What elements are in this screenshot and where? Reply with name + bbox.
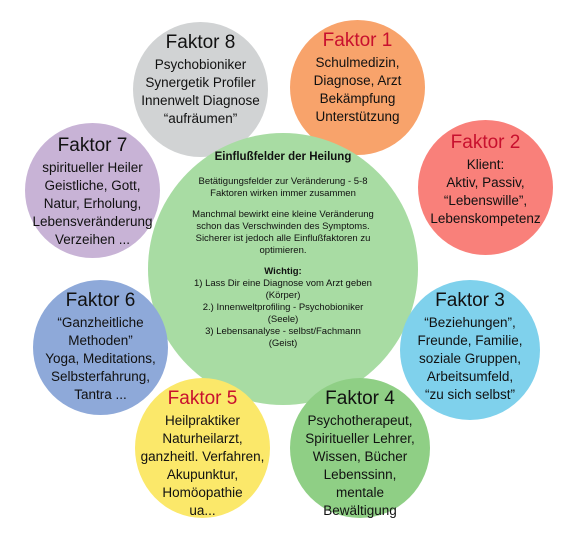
center-important-item: (Geist) bbox=[268, 338, 298, 349]
factor-4-circle: Faktor 4 Psychotherapeut, Spiritueller L… bbox=[290, 378, 430, 518]
factor-7-line: Verzeihen ... bbox=[54, 232, 131, 247]
factor-7-title: Faktor 7 bbox=[57, 135, 128, 156]
factor-2-line: “Lebenswille”, bbox=[443, 193, 528, 208]
factor-6-circle: Faktor 6 “Ganzheitliche Methoden” Yoga, … bbox=[33, 280, 168, 415]
factor-6-line: Methoden” bbox=[68, 333, 133, 348]
factor-1-line: Unterstützung bbox=[315, 109, 400, 124]
factor-3-line: soziale Gruppen, bbox=[418, 351, 522, 366]
center-important-label: Wichtig: bbox=[264, 266, 302, 277]
factor-6-line: Yoga, Meditations, bbox=[45, 351, 156, 366]
factor-4-line: Lebenssinn, bbox=[323, 467, 397, 482]
factor-8-circle: Faktor 8 Psychobioniker Synergetik Profi… bbox=[133, 22, 268, 157]
factor-4-line: Wissen, Bücher bbox=[312, 449, 408, 464]
factor-4-line: Bewältigung bbox=[323, 503, 397, 518]
center-text: Sicherer ist jedoch alle Einflußfaktoren… bbox=[195, 233, 371, 244]
factor-6-line: “Ganzheitliche bbox=[57, 315, 144, 330]
factor-7-line: Lebensveränderung bbox=[32, 214, 153, 229]
center-text: Faktoren wirken immer zusammen bbox=[210, 188, 356, 199]
factor-3-circle: Faktor 3 “Beziehungen”, Freunde, Familie… bbox=[400, 280, 540, 420]
factor-5-circle: Faktor 5 Heilpraktiker Naturheilarzt, ga… bbox=[135, 378, 270, 518]
factor-1-circle: Faktor 1 Schulmedizin, Diagnose, Arzt Be… bbox=[290, 20, 425, 155]
factor-6-title: Faktor 6 bbox=[65, 290, 136, 311]
factor-3-line: Arbeitsumfeld, bbox=[426, 369, 514, 384]
factor-7-circle: Faktor 7 spiritueller Heiler Geistliche,… bbox=[25, 123, 160, 258]
factor-3-line: “zu sich selbst” bbox=[424, 387, 516, 402]
factor-5-line: ganzheitl. Verfahren, bbox=[140, 449, 265, 464]
factor-5-line: Heilpraktiker bbox=[164, 413, 241, 428]
factor-2-line: Lebenskompetenz bbox=[430, 211, 541, 226]
factor-3-title: Faktor 3 bbox=[435, 290, 505, 311]
center-text: optimieren. bbox=[259, 245, 307, 256]
center-important-item: (Körper) bbox=[265, 290, 301, 301]
factor-8-line: “aufräumen” bbox=[163, 111, 238, 126]
factor-1-line: Diagnose, Arzt bbox=[313, 73, 402, 88]
factor-6-line: Selbsterfahrung, bbox=[50, 369, 151, 384]
factor-1-line: Schulmedizin, bbox=[315, 55, 400, 70]
center-important-item: 1) Lass Dir eine Diagnose vom Arzt geben bbox=[194, 278, 372, 289]
center-title: Einflußfelder der Heilung bbox=[214, 151, 352, 163]
factor-8-line: Innenwelt Diagnose bbox=[141, 93, 260, 108]
factor-4-line: Spiritueller Lehrer, bbox=[305, 431, 415, 446]
center-text: schon das Verschwinden des Symptoms. bbox=[196, 221, 370, 232]
center-circle: Einflußfelder der Heilung Betätigungsfel… bbox=[148, 133, 418, 405]
factor-7-line: Geistliche, Gott, bbox=[44, 178, 141, 193]
factor-8-line: Synergetik Profiler bbox=[145, 75, 256, 90]
factor-7-line: spiritueller Heiler bbox=[42, 160, 143, 175]
factor-1-line: Bekämpfung bbox=[319, 91, 396, 106]
center-text: Manchmal bewirkt eine kleine Veränderung bbox=[192, 209, 374, 220]
factor-4-title: Faktor 4 bbox=[325, 388, 395, 409]
factor-6-line: Tantra ... bbox=[74, 387, 127, 402]
factor-8-line: Psychobioniker bbox=[154, 57, 247, 72]
factor-5-line: Akupunktur, bbox=[166, 467, 239, 482]
factor-3-line: Freunde, Familie, bbox=[417, 333, 523, 348]
center-important-item: 3) Lebensanalyse - selbst/Fachmann bbox=[205, 326, 361, 337]
factor-4-line: Psychotherapeut, bbox=[307, 413, 413, 428]
factor-5-line: ua... bbox=[189, 503, 216, 518]
factor-3-line: “Beziehungen”, bbox=[424, 315, 516, 330]
center-text: Betätigungsfelder zur Veränderung - 5-8 bbox=[198, 176, 368, 187]
factor-2-circle: Faktor 2 Klient: Aktiv, Passiv, “Lebensw… bbox=[418, 120, 553, 255]
factor-1-title: Faktor 1 bbox=[322, 30, 393, 51]
factor-2-line: Klient: bbox=[466, 157, 505, 172]
factor-2-title: Faktor 2 bbox=[450, 132, 521, 153]
factor-5-title: Faktor 5 bbox=[167, 388, 238, 409]
factor-7-line: Natur, Erholung, bbox=[43, 196, 142, 211]
factor-5-line: Naturheilarzt, bbox=[162, 431, 243, 446]
center-important-item: (Seele) bbox=[267, 314, 299, 325]
factor-4-line: mentale bbox=[335, 485, 385, 500]
factor-5-line: Homöopathie bbox=[162, 485, 243, 500]
factor-8-title: Faktor 8 bbox=[165, 32, 236, 53]
factor-2-line: Aktiv, Passiv, bbox=[446, 175, 525, 190]
center-important-item: 2.) Innenweltprofiling - Psychobioniker bbox=[202, 302, 364, 313]
